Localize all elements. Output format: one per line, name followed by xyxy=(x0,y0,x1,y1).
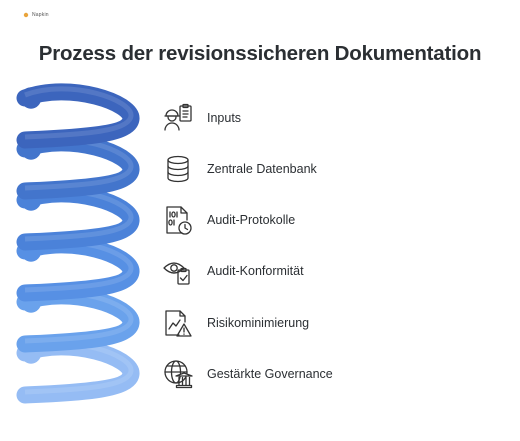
coil-1 xyxy=(16,83,140,149)
step-inputs: Inputs xyxy=(162,101,241,135)
step-label-database: Zentrale Datenbank xyxy=(207,162,317,176)
page-title: Prozess der revisionssicheren Dokumentat… xyxy=(38,42,482,65)
logo-text: Napkin xyxy=(32,12,49,18)
logo-mark-icon xyxy=(23,12,29,18)
step-label-governance: Gestärkte Governance xyxy=(207,367,333,381)
step-label-compliance: Audit-Konformität xyxy=(207,264,304,278)
step-label-inputs: Inputs xyxy=(207,111,242,125)
step-compliance: Audit-Konformität xyxy=(162,254,304,288)
coil-highlight-1 xyxy=(24,86,134,140)
brand-logo: Napkin xyxy=(22,12,49,18)
spiral-spring xyxy=(16,83,140,404)
binary-file-clock-icon xyxy=(166,206,192,235)
step-audit-logs: Audit-Protokolle xyxy=(162,203,295,237)
step-governance: Gestärkte Governance xyxy=(162,357,333,391)
step-database: Zentrale Datenbank xyxy=(162,152,317,186)
step-label-risk: Risikominimierung xyxy=(207,316,310,330)
chart-warning-icon xyxy=(165,310,192,337)
step-risk: Risikominimierung xyxy=(162,306,309,340)
globe-institution-icon xyxy=(164,360,193,389)
worker-checklist-icon xyxy=(164,103,192,131)
eye-clipboard-icon xyxy=(163,262,190,285)
step-label-audit-logs: Audit-Protokolle xyxy=(207,213,296,227)
database-icon xyxy=(167,155,189,183)
